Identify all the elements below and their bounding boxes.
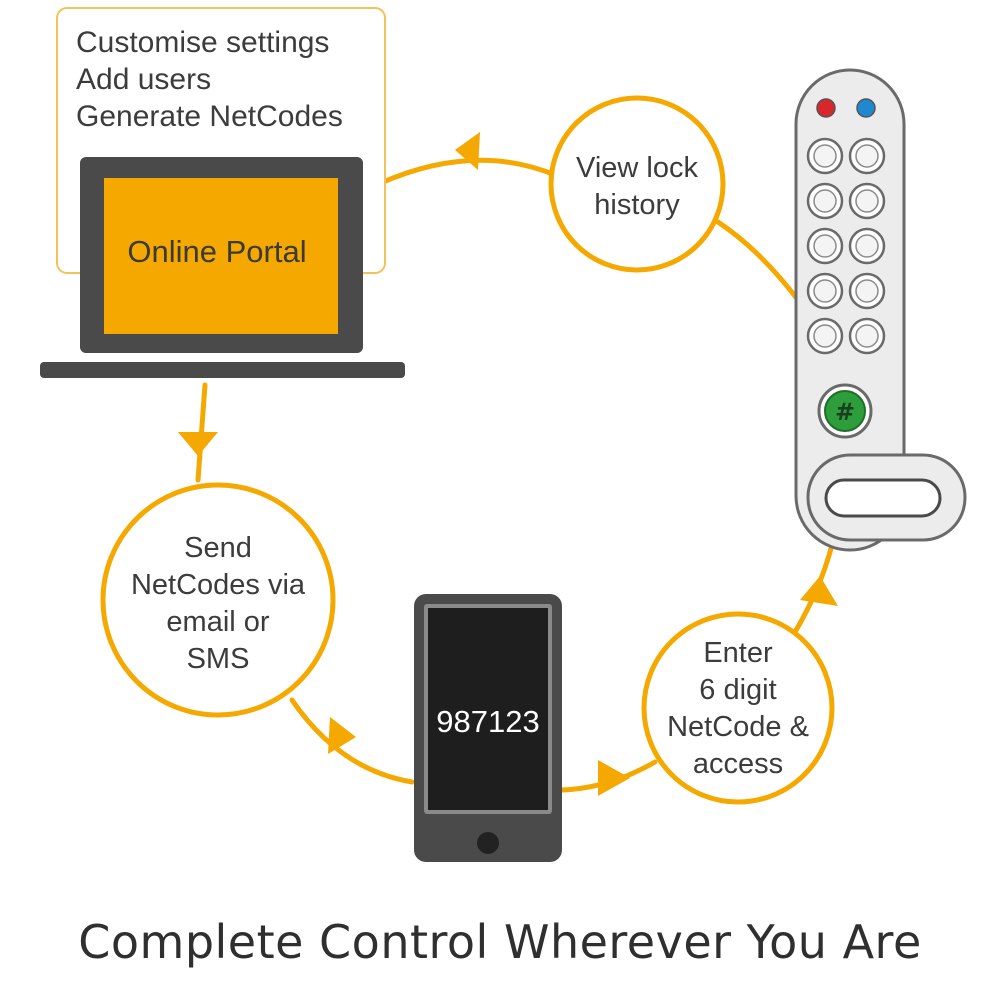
enter-code-line-2: 6 digit	[699, 674, 776, 706]
laptop-icon: Online Portal	[40, 157, 405, 378]
flow-arrow-icon	[800, 576, 838, 606]
connector-history-to-portal	[367, 157, 558, 191]
keypad-button-inner	[855, 324, 879, 348]
send-codes-line-4: SMS	[187, 643, 250, 675]
laptop-base	[40, 362, 405, 378]
step-circle	[641, 611, 835, 805]
smartphone-icon: 987123	[414, 594, 562, 862]
lock-led-blue	[856, 98, 876, 118]
step-circle	[100, 482, 336, 718]
send-codes-line-1: Send	[184, 532, 252, 564]
keypad-button-inner	[855, 279, 879, 303]
laptop-screen	[104, 178, 338, 334]
send-codes-line-3: email or	[166, 606, 269, 638]
keypad-button-inner	[813, 324, 837, 348]
flow-arrow-icon	[455, 132, 480, 170]
enter-code-line-3: NetCode &	[667, 711, 809, 743]
flow-arrow-icon	[328, 717, 356, 754]
flow-arrow-icon	[598, 760, 630, 796]
lock-hash-button	[824, 390, 866, 432]
step-circle	[548, 95, 726, 273]
diagram-title: Complete Control Wherever You Are	[78, 915, 922, 969]
step-view-history: View lock history	[548, 95, 726, 273]
phone-home-button	[477, 832, 499, 854]
connector-send-to-phone	[289, 697, 415, 785]
send-codes-line-2: NetCodes via	[131, 569, 306, 601]
connector-lock-to-history	[715, 219, 801, 303]
keypad-button-inner	[813, 279, 837, 303]
lock-handle-slot	[824, 478, 942, 518]
settings-line-generate: Generate NetCodes	[76, 100, 343, 133]
enter-code-line-1: Enter	[703, 637, 773, 669]
phone-screen	[428, 608, 548, 810]
keypad-button-inner	[855, 234, 879, 258]
keypad-lock-icon: #	[794, 68, 967, 552]
settings-line-customise: Customise settings	[76, 26, 329, 59]
keypad-button-inner	[813, 144, 837, 168]
flow-arrow-icon	[178, 432, 218, 456]
step-send-codes: Send NetCodes via email or SMS	[100, 482, 336, 718]
phone-netcode: 987123	[436, 704, 539, 739]
flow-arrows	[178, 132, 838, 796]
settings-list: Customise settings Add users Generate Ne…	[76, 26, 343, 133]
keypad-button-inner	[813, 189, 837, 213]
view-history-line-2: history	[594, 189, 680, 221]
keypad-button-inner	[855, 189, 879, 213]
step-enter-code: Enter 6 digit NetCode & access	[641, 611, 835, 805]
portal-label: Online Portal	[127, 234, 306, 269]
hash-symbol: #	[835, 398, 855, 426]
keypad-button-inner	[813, 234, 837, 258]
keypad-button-inner	[855, 144, 879, 168]
lock-keypad	[806, 137, 886, 355]
lock-led-red	[816, 98, 836, 118]
enter-code-line-4: access	[693, 748, 783, 780]
settings-line-add-users: Add users	[76, 63, 211, 96]
view-history-line-1: View lock	[576, 152, 698, 184]
